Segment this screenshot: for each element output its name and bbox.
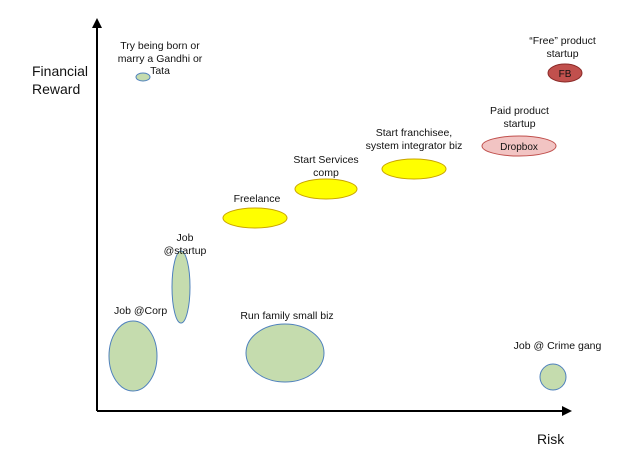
franchisee-label: Start franchisee, system integrator biz <box>365 127 463 152</box>
freelance-label: Freelance <box>233 193 281 205</box>
job-corp-label: Job @Corp <box>114 305 168 317</box>
family-biz-label: Run family small biz <box>240 310 334 322</box>
job-corp-blob <box>108 320 158 392</box>
dropbox-blob <box>481 135 557 157</box>
services-label: Start Services comp <box>293 154 359 179</box>
born-gandhi-label: Try being born or marry a Gandhi or Tata <box>117 40 203 77</box>
paid-product-label: Paid product startup <box>490 105 549 130</box>
y-axis-title: Financial Reward <box>32 63 89 97</box>
x-axis-title: Risk <box>537 431 565 447</box>
job-startup-label: Job @startup <box>163 232 207 257</box>
free-product-label: “Free” product startup <box>529 35 596 60</box>
services-blob <box>294 178 358 200</box>
dropbox-blob-text: Dropbox <box>500 142 538 153</box>
job-startup-blob <box>171 250 191 324</box>
fb-blob-text: FB <box>559 69 572 80</box>
freelance-blob <box>222 207 288 229</box>
fb-blob <box>547 63 583 83</box>
crime-gang-blob <box>539 363 567 391</box>
born-gandhi-blob <box>135 72 151 82</box>
franchisee-blob <box>381 158 447 180</box>
family-biz-blob <box>245 323 325 383</box>
crime-gang-label: Job @ Crime gang <box>513 340 602 352</box>
